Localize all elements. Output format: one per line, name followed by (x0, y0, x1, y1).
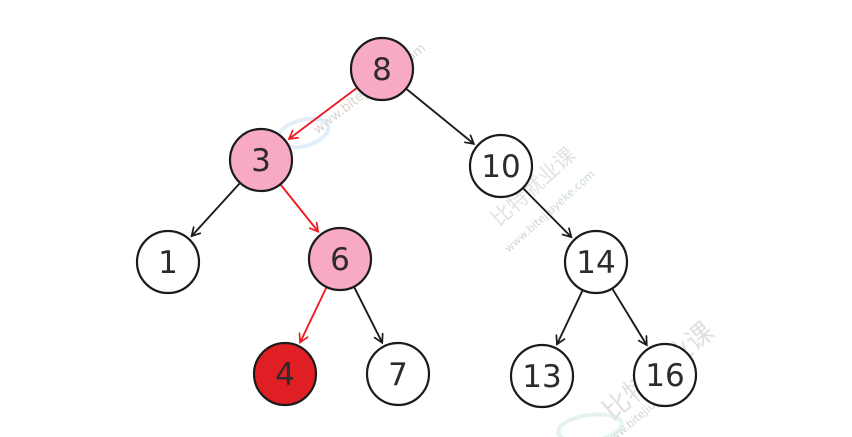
node-value: 6 (330, 242, 350, 278)
tree-node-1: 1 (135, 229, 201, 295)
tree-node-3: 3 (228, 127, 294, 193)
tree-edge-8-3 (287, 87, 357, 141)
tree-node-14: 14 (563, 229, 629, 295)
node-circle (307, 226, 373, 292)
node-value: 1 (158, 245, 178, 281)
tree-node-10: 10 (468, 133, 534, 199)
node-circle (349, 36, 415, 102)
node-value: 13 (522, 359, 561, 395)
node-value: 7 (388, 357, 408, 393)
node-circle (228, 127, 294, 193)
node-circle (563, 229, 629, 295)
node-circle (135, 229, 201, 295)
node-value: 14 (576, 245, 615, 281)
node-value: 3 (251, 143, 271, 179)
node-value: 16 (645, 358, 684, 394)
node-value: 10 (481, 149, 520, 185)
node-circle (632, 342, 698, 408)
tree-node-13: 13 (509, 343, 575, 409)
node-circle (509, 343, 575, 409)
tree-edge-10-14 (522, 188, 573, 239)
edge-layer (190, 87, 648, 347)
tree-edge-3-1 (190, 183, 241, 238)
node-value: 4 (275, 357, 295, 393)
watermark-ellipse (556, 412, 624, 437)
tree-edge-14-13 (555, 290, 584, 346)
node-circle (365, 341, 431, 407)
tree-edge-6-4 (298, 287, 328, 344)
tree-node-7: 7 (365, 341, 431, 407)
tree-edge-6-7 (353, 287, 384, 345)
tree-node-6: 6 (307, 226, 373, 292)
node-circle (468, 133, 534, 199)
node-value: 8 (372, 52, 392, 88)
tree-node-8: 8 (349, 36, 415, 102)
tree-node-16: 16 (632, 342, 698, 408)
tree-node-4: 4 (252, 341, 318, 407)
tree-edge-3-6 (280, 184, 320, 233)
node-circle (252, 341, 318, 407)
tree-edge-14-16 (611, 288, 648, 347)
tree-edge-8-10 (406, 88, 476, 145)
